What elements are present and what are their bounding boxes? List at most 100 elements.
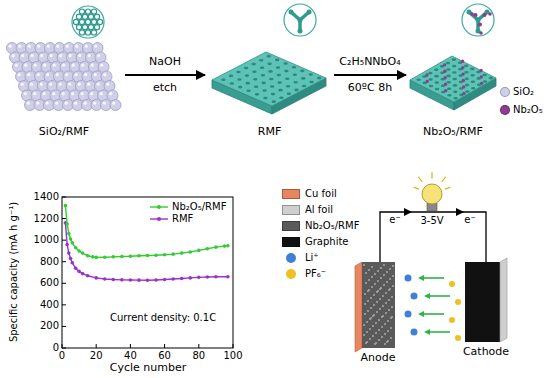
anode-texture [386, 271, 388, 273]
pore [263, 97, 267, 100]
data-marker [214, 275, 218, 279]
sphere-highlight [52, 92, 55, 95]
anode-texture [374, 343, 376, 345]
sphere-highlight [24, 64, 27, 67]
sphere-highlight [94, 73, 97, 76]
pore [261, 74, 265, 77]
pore [446, 62, 450, 65]
sphere-highlight [46, 102, 49, 105]
oxide-dot [443, 70, 446, 73]
data-marker [70, 261, 74, 265]
branch-end [289, 10, 294, 15]
electron-arrow [404, 208, 412, 216]
legend-swatch [500, 105, 510, 115]
data-marker [206, 247, 210, 251]
anode-texture [383, 274, 385, 276]
oxide-dot [462, 92, 465, 95]
anode-texture [371, 276, 373, 278]
zoom-inset [462, 4, 494, 36]
pore-ring [91, 19, 96, 24]
pore [416, 79, 420, 82]
pore [285, 77, 289, 80]
sphere-highlight [75, 45, 78, 48]
oxide-dot [488, 12, 492, 16]
data-marker [146, 278, 150, 282]
lithium-ion [411, 329, 418, 336]
sphere-highlight [55, 102, 58, 105]
sphere-highlight [18, 73, 21, 76]
zoom-inset [72, 6, 104, 38]
anode-texture [384, 323, 386, 325]
data-curve [65, 223, 227, 280]
data-marker [180, 277, 184, 281]
legend-swatch [282, 237, 300, 247]
sphere-highlight [30, 83, 33, 86]
oxide-dot [444, 82, 447, 85]
anode-texture [389, 268, 391, 270]
pore [471, 80, 475, 83]
anode-texture [387, 320, 389, 322]
anode-texture [392, 275, 394, 277]
structure-node: RMF [207, 30, 332, 138]
sphere-highlight [28, 45, 31, 48]
anion [455, 299, 461, 305]
branch-node [476, 18, 481, 23]
sphere-highlight [49, 83, 52, 86]
sphere-highlight [68, 83, 71, 86]
node-label: RMF [258, 125, 281, 138]
note-text: Current density: 0.1C [110, 312, 216, 324]
anode-texture [389, 288, 391, 290]
sphere-highlight [103, 73, 106, 76]
anode-texture [366, 331, 368, 333]
data-marker [120, 255, 124, 259]
anode-texture [384, 333, 386, 335]
sphere-highlight [12, 54, 15, 57]
pore [267, 55, 271, 58]
pore [252, 70, 256, 73]
pore [255, 93, 259, 96]
oxide-dot [479, 31, 483, 35]
data-marker [103, 255, 107, 259]
oxide-dot [426, 80, 429, 83]
ion-arrow [428, 295, 450, 297]
arrow-label: C₂H₅NNbO₄ 60ºC 8h [333, 49, 407, 101]
data-marker [69, 237, 73, 241]
tick-label: 20 [90, 350, 103, 362]
pore-ring [94, 14, 99, 19]
schematic-label: 3-5V [420, 215, 443, 227]
legend-text: Nb₂O₅ [513, 104, 543, 116]
anode-texture [381, 336, 383, 338]
anode-texture [382, 295, 384, 297]
pore [453, 84, 457, 87]
anode-texture [363, 264, 365, 266]
anode-texture [384, 343, 386, 345]
data-marker [103, 277, 107, 281]
oxide-dot [480, 75, 483, 78]
axis-title: Specific capacity (mA h g⁻¹) [8, 202, 20, 342]
node-label: Nb₂O₅/RMF [423, 125, 483, 138]
pore [447, 87, 451, 90]
anode-texture [368, 289, 370, 291]
y-tick [62, 218, 66, 219]
data-marker [86, 274, 90, 278]
lithium-ion [405, 311, 412, 318]
pore-ring [91, 9, 96, 14]
data-marker [74, 266, 78, 270]
pore-ring [82, 25, 87, 30]
anode-texture [369, 318, 371, 320]
y-tick [62, 326, 66, 327]
pore [292, 66, 296, 69]
anode-texture [377, 290, 379, 292]
anode-texture [370, 307, 372, 309]
anode-texture [373, 294, 375, 296]
sphere-highlight [33, 92, 36, 95]
data-marker [65, 243, 69, 247]
pore [483, 80, 487, 83]
sphere-highlight [91, 64, 94, 67]
x-tick [96, 344, 97, 348]
sphere-highlight [106, 83, 109, 86]
anode-texture [377, 280, 379, 282]
legend-text: SiO₂ [513, 86, 534, 98]
sphere-highlight [84, 102, 87, 105]
anode-texture [392, 265, 394, 267]
